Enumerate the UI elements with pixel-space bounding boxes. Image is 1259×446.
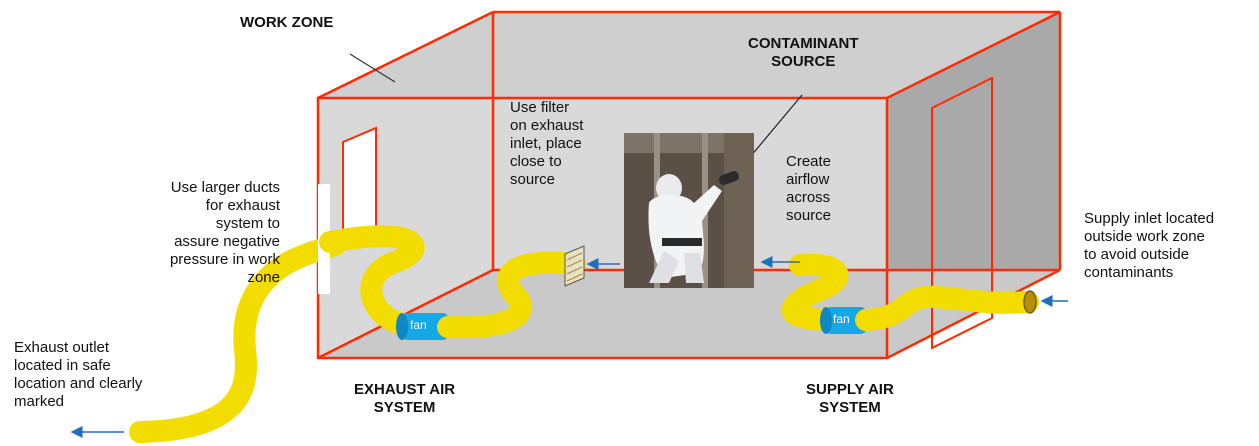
fan-label-exhaust: fan [410, 318, 427, 332]
exhaust-outlet-note: Exhaust outlet located in safe location … [14, 339, 143, 410]
fan-icon [396, 313, 448, 340]
fan-icon [820, 307, 866, 334]
supply-duct-outside [855, 285, 1039, 331]
contaminant-source-label: CONTAMINANT SOURCE [748, 35, 859, 70]
ceiling [318, 12, 1060, 98]
supply-inlet-note: Supply inlet located outside work zone t… [1084, 210, 1215, 281]
work-zone-leader [349, 53, 396, 83]
exhaust-duct-inside [319, 225, 431, 337]
supply-duct-inside [781, 253, 849, 331]
fan-label-supply: fan [833, 312, 850, 326]
contaminant-leader [744, 94, 803, 164]
room-outline [316, 10, 1062, 360]
filter-note: Use filter on exhaust inlet, place close… [510, 99, 584, 188]
exhaust-ducts-note: Use larger ducts for exhaust system to a… [169, 179, 280, 286]
airflow-note: Create airflow across source [786, 153, 832, 224]
worker-photo [624, 133, 754, 288]
filter-icon [564, 245, 585, 287]
exhaust-duct-filter [437, 251, 586, 339]
supply-inlet [1023, 290, 1037, 314]
door-right [931, 76, 993, 350]
supply-system-label: SUPPLY AIR SYSTEM [806, 381, 894, 416]
work-zone-label: WORK ZONE [240, 14, 334, 31]
exhaust-system-label: EXHAUST AIR SYSTEM [354, 381, 456, 416]
